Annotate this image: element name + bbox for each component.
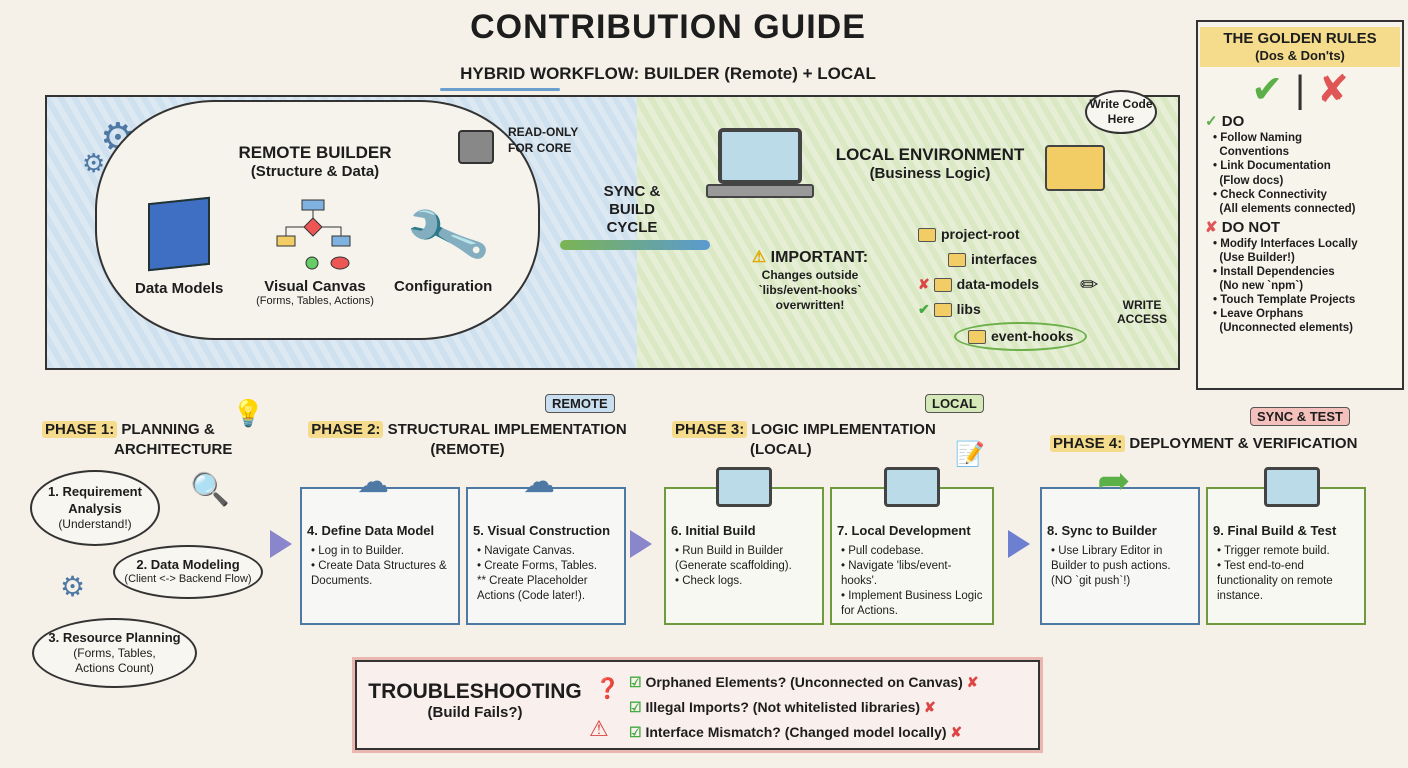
pencil-icon: ✏ bbox=[1080, 272, 1099, 297]
warning-icon: ⚠ bbox=[751, 249, 767, 266]
tree-project-root: project-root bbox=[941, 226, 1020, 242]
check-icon: ✔ bbox=[1251, 69, 1284, 112]
laptop-icon bbox=[718, 128, 802, 184]
cross-icon: ✘ bbox=[1316, 69, 1349, 112]
gear-icon: ⚙ bbox=[60, 571, 86, 602]
dont-item: • Leave Orphans (Unconnected elements) bbox=[1213, 307, 1353, 334]
sync-arrow-icon bbox=[560, 240, 710, 250]
magnifier-icon: 🔍 bbox=[190, 471, 230, 507]
write-code-label: Write Code Here bbox=[1089, 97, 1153, 126]
troubleshooting-item: ☑ Illegal Imports? (Not whitelisted libr… bbox=[629, 699, 936, 715]
remote-title: REMOTE BUILDER bbox=[238, 143, 392, 162]
share-arrow-icon: ➦ bbox=[1097, 459, 1131, 503]
check-icon: ✓ bbox=[1205, 113, 1218, 131]
check-icon: ✔ bbox=[918, 301, 930, 317]
arrow-right-icon bbox=[1008, 530, 1030, 558]
laptop-icon bbox=[1264, 467, 1320, 507]
phase-4-heading: PHASE 4: DEPLOYMENT & VERIFICATION bbox=[1050, 434, 1357, 454]
tree-interfaces: interfaces bbox=[971, 251, 1038, 267]
planning-bubble-2: 2. Data Modeling(Client <-> Backend Flow… bbox=[113, 545, 263, 599]
remote-item-configuration: Configuration bbox=[394, 278, 493, 295]
troubleshooting-subtitle: (Build Fails?) bbox=[427, 704, 523, 721]
step-8-card: ➦ 8. Sync to Builder• Use Library Editor… bbox=[1040, 459, 1200, 625]
lightbulb-icon: 💡 bbox=[232, 398, 265, 428]
phase-2-heading: PHASE 2: STRUCTURAL IMPLEMENTATION(REMOT… bbox=[300, 420, 635, 459]
local-title: LOCAL ENVIRONMENT bbox=[835, 145, 1025, 164]
tree-event-hooks: event-hooks bbox=[991, 328, 1074, 344]
gear-icon: ⚙ bbox=[82, 148, 106, 178]
troubleshooting-item: ☑ Interface Mismatch? (Changed model loc… bbox=[629, 724, 963, 740]
local-subtitle: (Business Logic) bbox=[869, 165, 991, 182]
sync-build-cycle-label: SYNC & BUILD CYCLE bbox=[603, 183, 661, 236]
remote-item-data-models: Data Models bbox=[135, 280, 224, 297]
rules-title: THE GOLDEN RULES bbox=[1223, 30, 1377, 47]
lock-icon bbox=[458, 130, 494, 164]
question-bubble-icon: ❓ bbox=[595, 678, 620, 700]
troubleshooting-title: TROUBLESHOOTING bbox=[368, 680, 582, 703]
subtitle-underline bbox=[440, 88, 560, 91]
laptop-icon bbox=[716, 467, 772, 507]
dont-label: DO NOT bbox=[1221, 218, 1281, 236]
warning-icon: ⚠ bbox=[589, 716, 609, 741]
local-tag: LOCAL bbox=[925, 394, 984, 413]
sync-test-tag: SYNC & TEST bbox=[1250, 407, 1350, 426]
do-label: DO bbox=[1221, 113, 1245, 131]
dont-item: • Install Dependencies (No new `npm`) bbox=[1213, 265, 1335, 292]
do-item: • Link Documentation (Flow docs) bbox=[1213, 160, 1331, 187]
tree-data-models: data-models bbox=[956, 276, 1040, 292]
document-pencil-icon: 📝 bbox=[955, 441, 985, 468]
do-item: • Follow Naming Conventions bbox=[1213, 132, 1303, 159]
important-title: IMPORTANT: bbox=[770, 249, 869, 266]
page-title: CONTRIBUTION GUIDE bbox=[470, 8, 866, 46]
do-item: • Check Connectivity (All elements conne… bbox=[1213, 188, 1356, 215]
dont-item: • Touch Template Projects bbox=[1213, 293, 1356, 306]
cross-icon: ✘ bbox=[918, 276, 930, 292]
remote-item-visual-canvas-sub: (Forms, Tables, Actions) bbox=[256, 295, 374, 307]
golden-rules-panel: THE GOLDEN RULES (Dos & Don'ts) ✔|✘ ✓ DO… bbox=[1196, 20, 1404, 390]
planning-bubble-3: 3. Resource Planning(Forms, Tables,Actio… bbox=[32, 618, 197, 688]
read-only-label: READ-ONLY FOR CORE bbox=[508, 125, 579, 155]
step-6-card: 6. Initial Build• Run Build in Builder (… bbox=[664, 467, 824, 625]
dont-list: • Modify Interfaces Locally (Use Builder… bbox=[1213, 237, 1395, 335]
tree-libs: libs bbox=[956, 301, 981, 317]
arrow-right-icon bbox=[270, 530, 292, 558]
remote-subtitle: (Structure & Data) bbox=[250, 163, 380, 180]
dont-item: • Modify Interfaces Locally (Use Builder… bbox=[1213, 237, 1358, 264]
flowchart-icon bbox=[276, 199, 351, 270]
folder-icon bbox=[948, 253, 966, 268]
folder-icon bbox=[933, 303, 952, 318]
remote-tag: REMOTE bbox=[545, 394, 615, 413]
page-subtitle: HYBRID WORKFLOW: BUILDER (Remote) + LOCA… bbox=[460, 64, 876, 83]
step-4-card: ☁ 4. Define Data Model• Log in to Builde… bbox=[300, 463, 460, 625]
phase-3-heading: PHASE 3: LOGIC IMPLEMENTATION(LOCAL) bbox=[672, 420, 936, 459]
folder-icon bbox=[918, 228, 936, 243]
blueprint-icon bbox=[148, 196, 210, 272]
arrow-right-icon bbox=[630, 530, 652, 558]
laptop-icon bbox=[884, 467, 940, 507]
troubleshooting-panel: TROUBLESHOOTING (Build Fails?) ❓ ⚠ ☑ Orp… bbox=[355, 660, 1040, 750]
folder-icon bbox=[968, 330, 986, 345]
cross-icon: ✘ bbox=[1205, 218, 1218, 236]
folder-tree: project-root interfaces ✘ data-models ✔ … bbox=[918, 222, 1088, 351]
folder-icon bbox=[1045, 145, 1105, 191]
cloud-icon: ☁ bbox=[523, 463, 555, 499]
write-access-label: WRITE ACCESS bbox=[1116, 298, 1167, 326]
step-7-card: 7. Local Development• Pull codebase.• Na… bbox=[830, 467, 994, 625]
rules-subtitle: (Dos & Don'ts) bbox=[1255, 48, 1345, 64]
write-code-thought: Write Code Here bbox=[1085, 90, 1157, 134]
step-5-card: ☁ 5. Visual Construction• Navigate Canva… bbox=[466, 463, 626, 625]
cloud-icon: ☁ bbox=[357, 463, 389, 499]
step-9-card: 9. Final Build & Test• Trigger remote bu… bbox=[1206, 467, 1366, 625]
do-list: • Follow Naming Conventions • Link Docum… bbox=[1213, 131, 1395, 215]
folder-icon bbox=[933, 278, 952, 293]
phase-1-heading: PHASE 1: PLANNING &ARCHITECTURE bbox=[42, 420, 232, 459]
troubleshooting-list: ☑ Orphaned Elements? (Unconnected on Can… bbox=[629, 670, 1029, 745]
important-text: Changes outside `libs/event-hooks` overw… bbox=[758, 268, 862, 312]
troubleshooting-item: ☑ Orphaned Elements? (Unconnected on Can… bbox=[629, 674, 979, 690]
laptop-base bbox=[706, 184, 814, 198]
remote-item-visual-canvas: Visual Canvas bbox=[264, 278, 366, 295]
